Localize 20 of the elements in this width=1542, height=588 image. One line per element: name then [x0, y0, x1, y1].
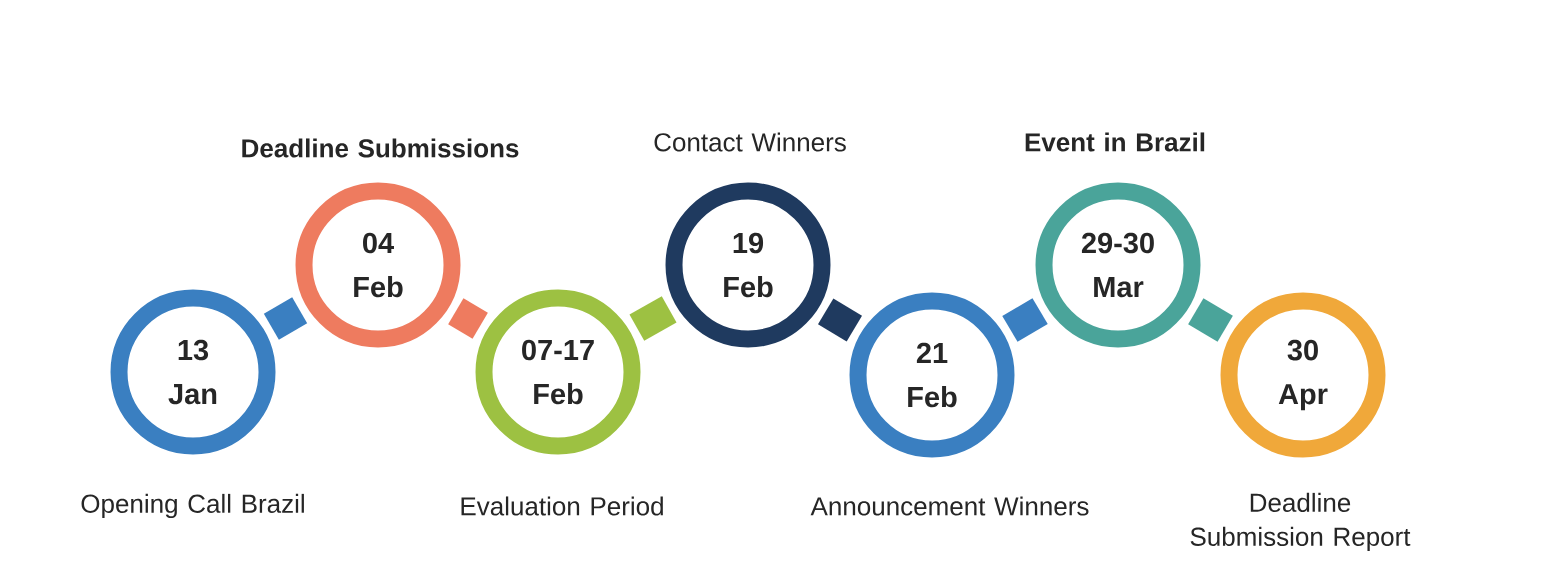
- milestone-caption: Announcement Winners: [810, 496, 1089, 516]
- connector-band: [629, 296, 677, 341]
- connector-band: [817, 298, 863, 342]
- milestone-caption: Contact Winners: [654, 132, 846, 152]
- date-ring: 29-30 Mar: [1035, 182, 1201, 348]
- date-ring: 30 Apr: [1220, 292, 1386, 458]
- milestone-caption: Event in Brazil: [1025, 132, 1205, 152]
- date-ring: 19 Feb: [665, 182, 831, 348]
- date-ring: 04 Feb: [295, 182, 461, 348]
- connector-band: [263, 297, 308, 340]
- connector-band: [1002, 298, 1048, 342]
- connector-band: [448, 298, 488, 339]
- milestone-caption: Deadline Submission Report: [1190, 492, 1411, 552]
- date-ring: 13 Jan: [110, 289, 276, 455]
- milestone-caption: Opening Call Brazil: [81, 493, 304, 519]
- date-ring: 07-17 Feb: [475, 289, 641, 455]
- connector-band: [1188, 298, 1233, 342]
- milestone-caption: Evaluation Period: [461, 496, 663, 516]
- milestone-caption: Deadline Submissions: [242, 138, 519, 158]
- date-ring: 21 Feb: [849, 292, 1015, 458]
